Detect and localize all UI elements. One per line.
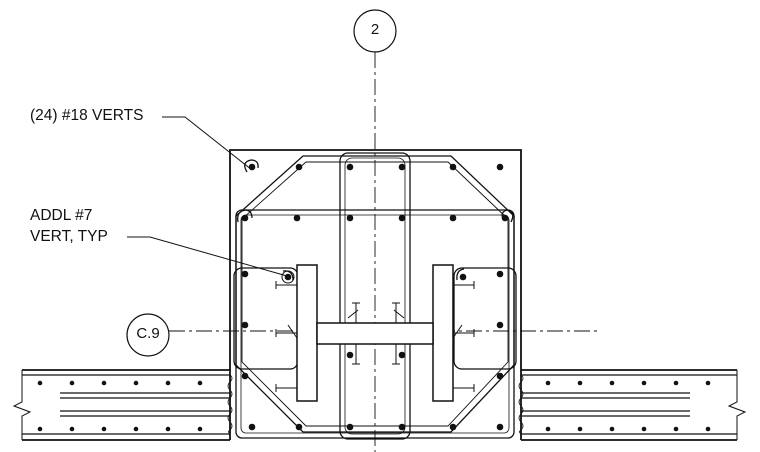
wall-right [518, 369, 747, 441]
callout-verts: (24) #18 VERTS [30, 107, 144, 124]
callout-addl-line2: VERT, TYP [30, 228, 108, 245]
wall-bars [37, 380, 711, 432]
vertical-bars [241, 163, 509, 431]
wall-left [12, 369, 233, 441]
grid-label-c9: C.9 [136, 325, 160, 342]
callout-addl-line1: ADDL #7 [30, 207, 93, 224]
grid-label-2: 2 [370, 21, 380, 38]
column-outline [229, 149, 522, 440]
column-ties [233, 152, 517, 440]
leader-addl [127, 236, 288, 277]
leader-verts [162, 116, 253, 171]
grid-bubble-c9 [126, 313, 170, 357]
grid-bubble-2 [353, 9, 397, 53]
shear-studs [275, 281, 475, 392]
